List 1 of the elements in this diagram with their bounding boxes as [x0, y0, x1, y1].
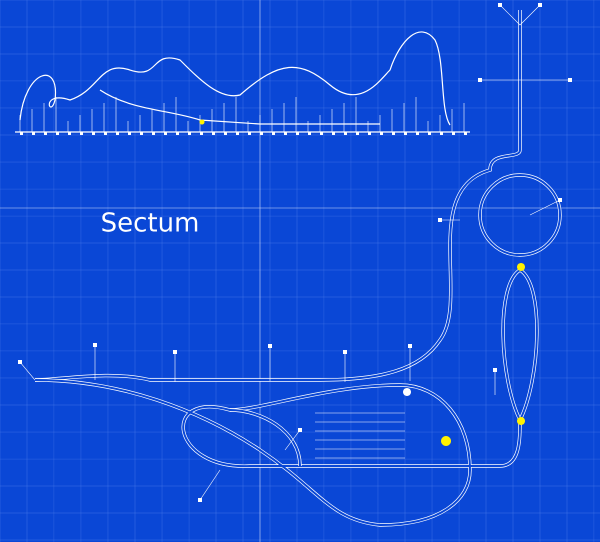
title: Sectum — [102, 212, 198, 232]
